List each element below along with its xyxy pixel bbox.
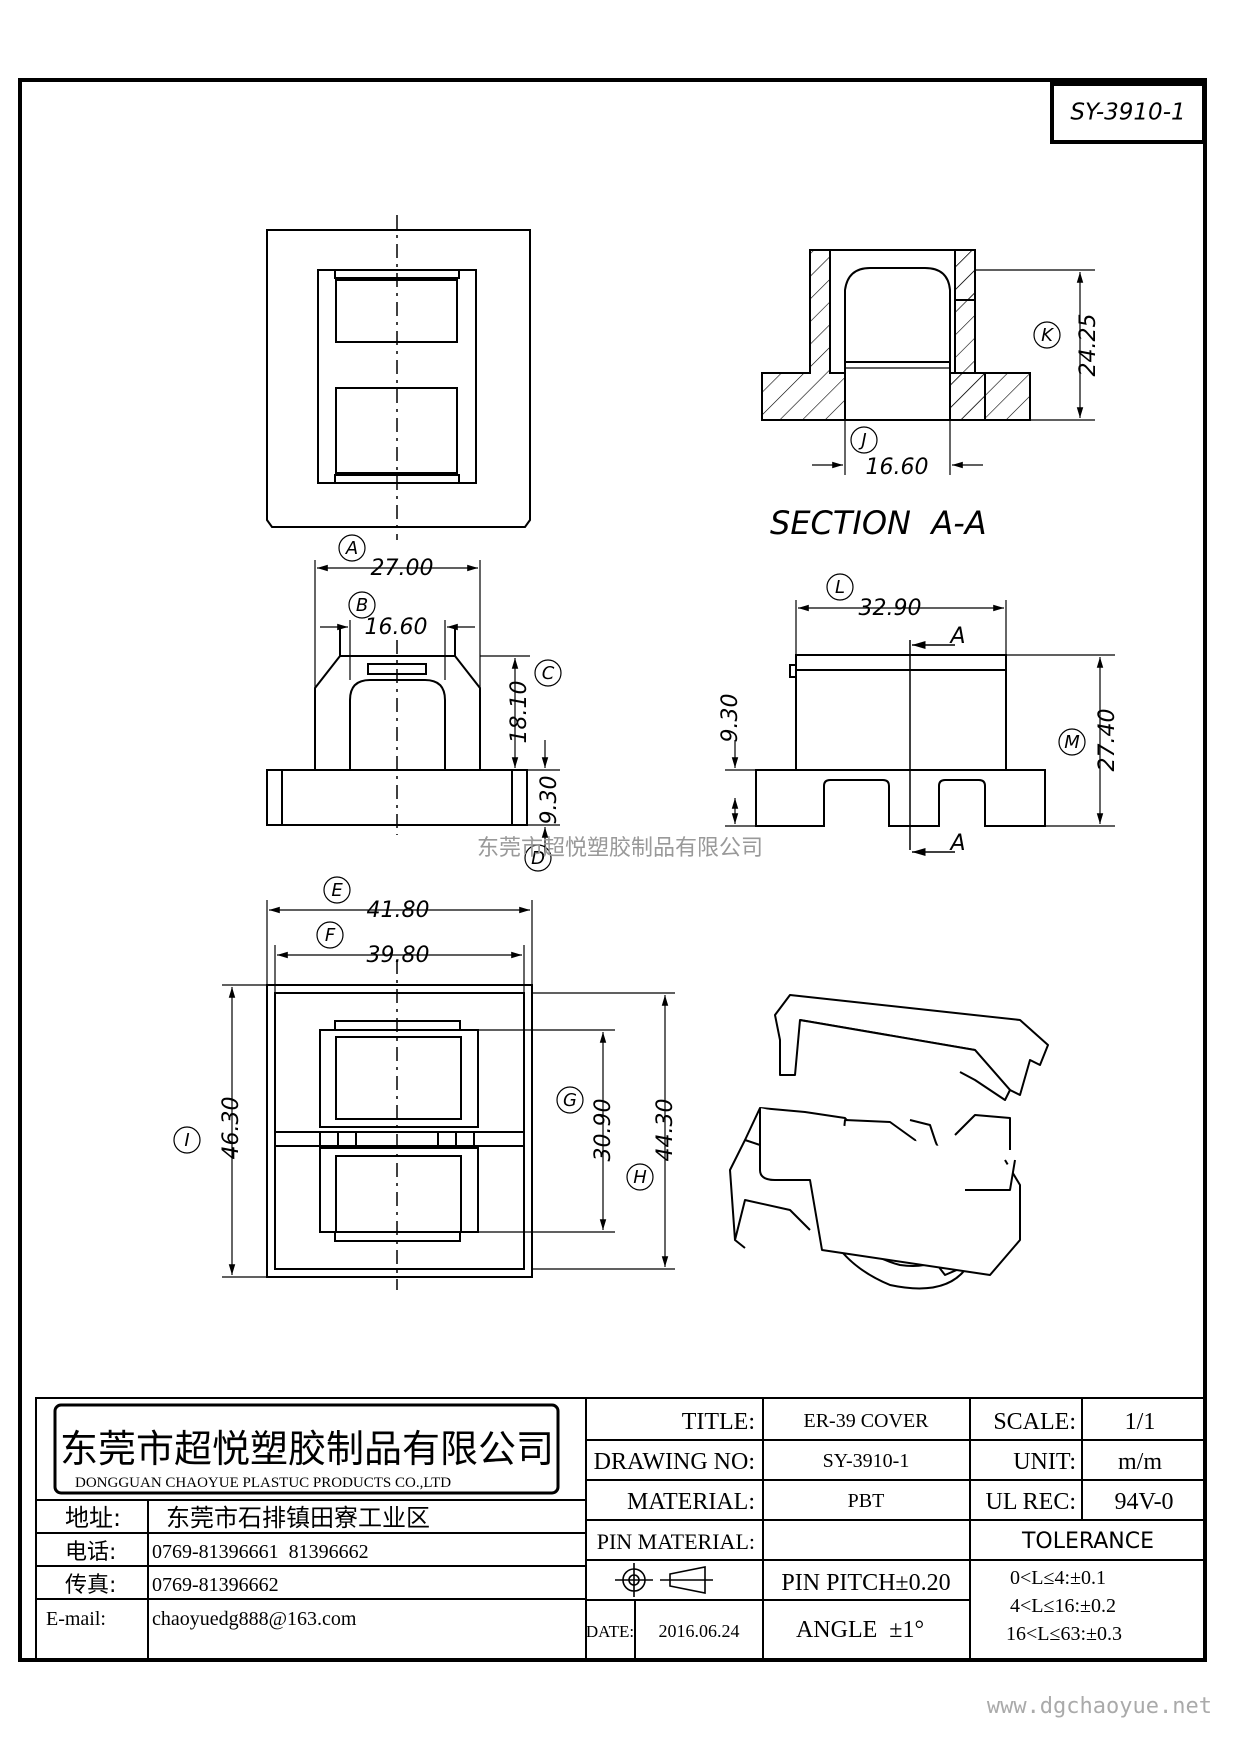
dim-i-tag: I <box>184 1130 189 1151</box>
dim-l <box>795 573 1007 655</box>
section-marker-top: A <box>948 624 965 649</box>
material-value: PBT <box>848 1490 885 1512</box>
watermark: 东莞市超悦塑胶制品有限公司 <box>477 836 763 861</box>
title-block <box>35 1397 1207 1662</box>
dim-g-value: 30.90 <box>591 1099 616 1162</box>
tolerance-line-3: 16<L≤63:±0.3 <box>1006 1623 1122 1645</box>
title-label: TITLE: <box>682 1409 755 1435</box>
dim-j-tag: J <box>858 430 866 451</box>
scale-label: SCALE: <box>993 1409 1076 1435</box>
dim-i <box>173 984 267 1278</box>
title-value: ER-39 COVER <box>804 1410 930 1432</box>
drawing-no-label: DRAWING NO: <box>594 1449 755 1475</box>
dim-a <box>314 534 481 688</box>
side-view <box>755 640 1046 850</box>
dim-h-value: 44.30 <box>653 1099 678 1162</box>
dim-d-value: 9.30 <box>537 776 562 825</box>
company-name-cn: 东莞市超悦塑胶制品有限公司 <box>60 1427 554 1471</box>
dim-a-tag: A <box>345 538 358 559</box>
dim-g <box>478 1029 615 1233</box>
ul-label: UL REC: <box>986 1489 1076 1515</box>
tolerance-line-1: 0<L≤4:±0.1 <box>1010 1567 1106 1589</box>
dim-e-value: 41.80 <box>367 898 430 923</box>
company-name-en: DONGGUAN CHAOYUE PLASTUC PRODUCTS CO.,LT… <box>75 1475 451 1491</box>
dim-b-tag: B <box>356 595 368 616</box>
unit-value: m/m <box>1118 1449 1162 1475</box>
dim-m <box>1006 654 1115 827</box>
dim-b-value: 16.60 <box>365 615 428 640</box>
dim-f-tag: F <box>325 925 336 946</box>
scale-value: 1/1 <box>1125 1409 1156 1435</box>
dim-f <box>274 921 525 993</box>
material-label: MATERIAL: <box>627 1489 755 1515</box>
bottom-view <box>266 960 533 1290</box>
drawing-number-tag: SY-3910-1 <box>1050 82 1206 144</box>
dim-h-tag: H <box>633 1167 647 1188</box>
section-title: SECTION A-A <box>770 504 987 542</box>
dim-c-tag: C <box>542 663 555 684</box>
fax-value: 0769-81396662 <box>152 1574 279 1596</box>
dim-l-tag: L <box>835 577 845 598</box>
unit-label: UNIT: <box>1013 1449 1076 1475</box>
section-marker-bottom: A <box>948 831 965 856</box>
dim-m-value: 27.40 <box>1095 709 1120 772</box>
dim-b <box>320 591 475 680</box>
dim-k <box>975 269 1095 421</box>
drawing-number-tag-text: SY-3910-1 <box>1070 100 1185 126</box>
dim-i-value: 46.30 <box>219 1097 244 1160</box>
pin-pitch: PIN PITCH±0.20 <box>781 1570 950 1596</box>
isometric-view <box>729 994 1049 1290</box>
dim-c-value: 18.10 <box>507 681 532 744</box>
section-markers <box>912 640 955 857</box>
address-value: 东莞市石排镇田寮工业区 <box>166 1504 430 1532</box>
dim-m-tag: M <box>1064 732 1080 753</box>
pin-material-label: PIN MATERIAL: <box>597 1529 755 1554</box>
angle: ANGLE ±1° <box>796 1617 924 1643</box>
address-label: 地址: <box>65 1504 121 1532</box>
ul-value: 94V-0 <box>1114 1489 1173 1515</box>
dim-a-value: 27.00 <box>371 556 434 581</box>
drawing-no-value: SY-3910-1 <box>823 1450 910 1472</box>
dim-j <box>812 420 983 475</box>
email-label: E-mail: <box>46 1608 106 1630</box>
dim-side-height <box>725 740 756 827</box>
dim-d <box>524 740 560 872</box>
phone-label: 电话: <box>65 1540 116 1565</box>
phone-value: 0769-81396661 81396662 <box>152 1541 369 1563</box>
top-view <box>266 215 531 540</box>
dim-l-value: 32.90 <box>859 596 922 621</box>
dim-e <box>266 876 533 985</box>
dim-side-height-value: 9.30 <box>718 694 743 743</box>
dim-c <box>480 655 562 768</box>
dim-k-value: 24.25 <box>1076 314 1101 377</box>
projection-symbol-icon <box>615 1563 713 1597</box>
website-url: www.dgchaoyue.net <box>987 1694 1212 1719</box>
fax-label: 传真: <box>65 1573 116 1598</box>
date-value: 2016.06.24 <box>659 1621 740 1641</box>
dim-d-tag: D <box>531 848 545 869</box>
dim-k-tag: K <box>1041 325 1054 346</box>
dim-h <box>532 992 675 1270</box>
email-value: chaoyuedg888@163.com <box>152 1608 357 1630</box>
date-label: DATE: <box>586 1622 634 1641</box>
dim-f-value: 39.80 <box>367 943 430 968</box>
tolerance-label: TOLERANCE <box>1021 1529 1154 1554</box>
section-view <box>761 249 1031 421</box>
dim-e-tag: E <box>331 880 343 901</box>
tolerance-line-2: 4<L≤16:±0.2 <box>1010 1595 1116 1617</box>
dim-j-value: 16.60 <box>866 455 929 480</box>
dim-g-tag: G <box>563 1090 577 1111</box>
